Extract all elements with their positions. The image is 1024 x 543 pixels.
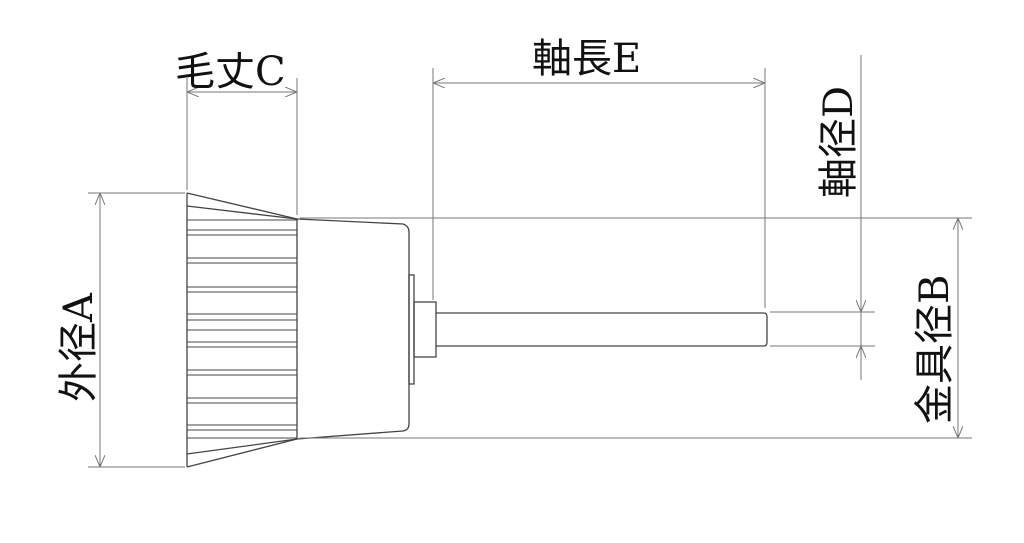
flange (408, 274, 415, 385)
bristle-section (186, 192, 298, 468)
metal-cup (296, 218, 410, 440)
shaft (436, 312, 768, 347)
label-outer-diameter: 外径A (56, 292, 102, 402)
label-bristle-length: 毛丈C (175, 49, 286, 95)
collar (413, 301, 437, 358)
label-shaft-length: 軸長E (532, 36, 641, 82)
label-shaft-diameter: 軸径D (816, 86, 862, 198)
extension-lines (88, 68, 972, 468)
label-fitting-diameter: 金具径B (912, 275, 958, 424)
